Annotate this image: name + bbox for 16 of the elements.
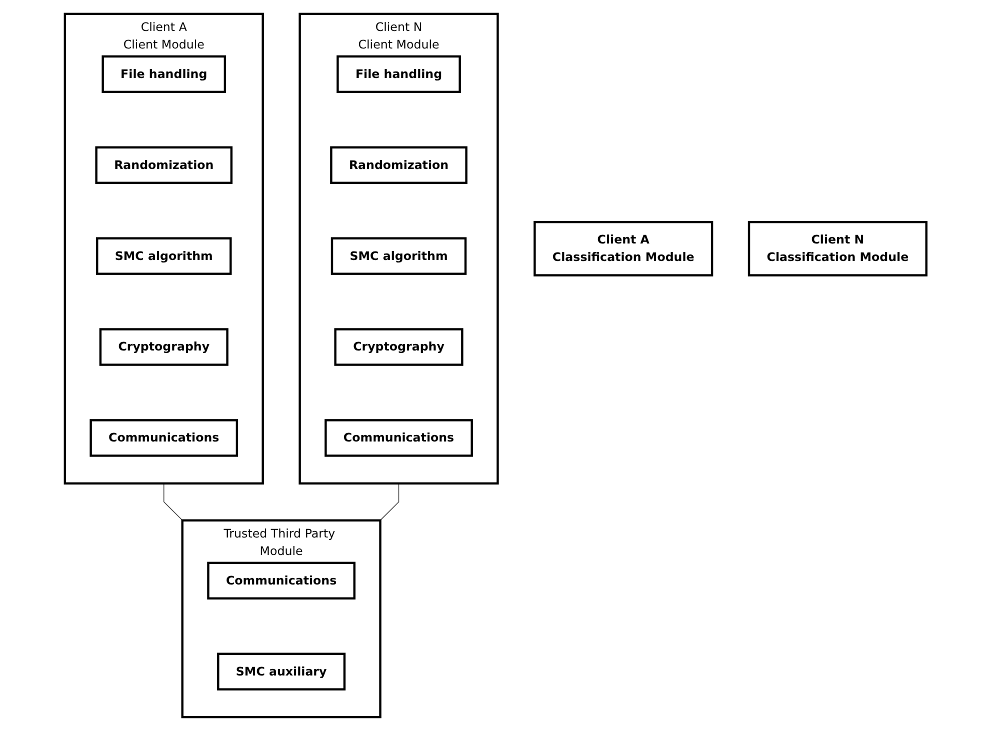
connector xyxy=(380,482,399,520)
node-box: SMC algorithm xyxy=(330,236,466,274)
node-box: Client A Classification Module xyxy=(533,220,713,276)
node-box: Randomization xyxy=(95,146,232,184)
node-box: File handling xyxy=(336,54,461,93)
node-box: SMC auxiliary xyxy=(216,652,346,690)
node-box: SMC algorithm xyxy=(96,236,232,274)
node-box: Client N Classification Module xyxy=(748,220,928,276)
node-box: Randomization xyxy=(330,146,468,184)
node-box: Communications xyxy=(206,561,356,599)
node-box: File handling xyxy=(102,54,226,93)
node-box: Communications xyxy=(90,418,238,456)
node-box: Cryptography xyxy=(99,328,228,366)
node-box: Communications xyxy=(324,418,473,456)
connector xyxy=(163,482,183,520)
node-box: Cryptography xyxy=(334,328,464,366)
